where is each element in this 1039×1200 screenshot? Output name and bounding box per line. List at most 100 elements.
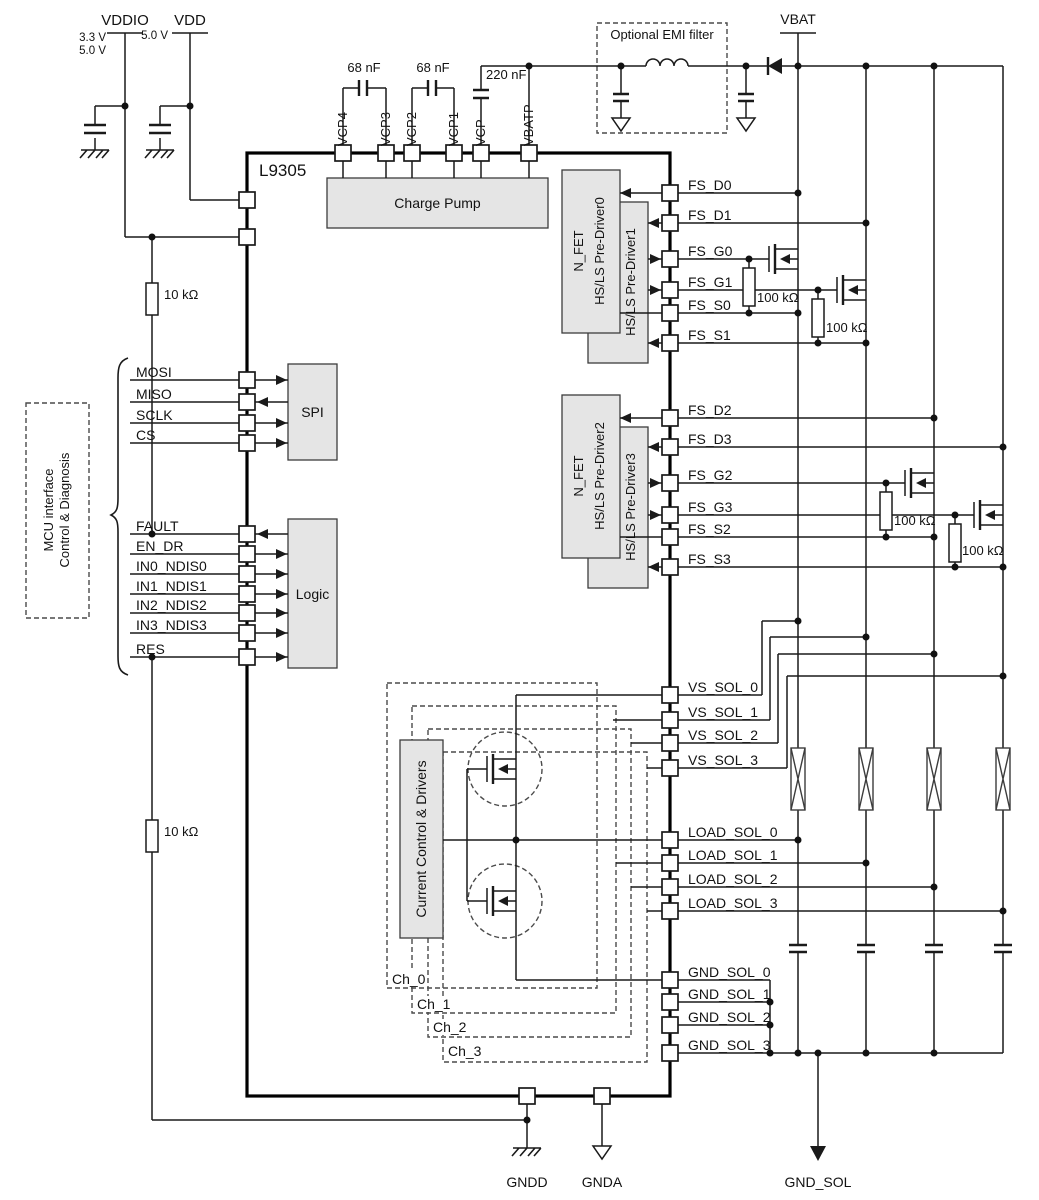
mcu-signals-brace bbox=[109, 357, 129, 676]
pulldown-resistor-value: 10 kΩ bbox=[164, 824, 199, 839]
channel0-label: Ch_0 bbox=[390, 971, 428, 988]
pin-label-gnd-sol-0: GND_SOL_0 bbox=[688, 964, 771, 980]
net-label-cs: CS bbox=[136, 427, 156, 443]
mcu-interface-box bbox=[25, 402, 90, 619]
pin-label-vcp3: VCP3 bbox=[378, 112, 393, 146]
pin-label-vbatp: VBATP bbox=[521, 104, 536, 146]
channel3-label: Ch_3 bbox=[446, 1043, 484, 1060]
pin-label-vcp: VCP bbox=[473, 119, 488, 146]
net-label-in2-ndis2: IN2_NDIS2 bbox=[136, 597, 207, 613]
gnda-ground bbox=[591, 1145, 613, 1161]
pin-label-load-sol-2: LOAD_SOL_2 bbox=[688, 871, 778, 887]
pin-label-gnd-sol-2: GND_SOL_2 bbox=[688, 1009, 771, 1025]
channel0-box bbox=[386, 682, 598, 989]
pin-label-fs-d3: FS_D3 bbox=[688, 431, 732, 447]
net-label-res: RES bbox=[136, 641, 165, 657]
pin-label-load-sol-1: LOAD_SOL_1 bbox=[688, 847, 778, 863]
current-control-label: Current Control & Drivers bbox=[413, 760, 429, 918]
net-label-fault: FAULT bbox=[136, 518, 179, 534]
pin-label-fs-s3: FS_S3 bbox=[688, 551, 731, 567]
pin-label-fs-s0: FS_S0 bbox=[688, 297, 731, 313]
pin-label-fs-s2: FS_S2 bbox=[688, 521, 731, 537]
cap-value-220nf: 220 nF bbox=[486, 67, 527, 82]
pin-label-gnd-sol-3: GND_SOL_3 bbox=[688, 1037, 771, 1053]
earth-grounds bbox=[79, 149, 542, 1157]
resistors bbox=[145, 267, 962, 853]
pin-label-fs-d1: FS_D1 bbox=[688, 207, 732, 223]
solenoid-loads bbox=[790, 747, 1011, 811]
pin-label-load-sol-3: LOAD_SOL_3 bbox=[688, 895, 778, 911]
pin-label-vcp4: VCP4 bbox=[335, 112, 350, 146]
net-label-mosi: MOSI bbox=[136, 364, 172, 380]
mosfets bbox=[486, 246, 1004, 914]
logic-block-label: Logic bbox=[295, 585, 330, 602]
net-label-in0-ndis0: IN0_NDIS0 bbox=[136, 558, 207, 574]
pin-label-vs-sol-3: VS_SOL_3 bbox=[688, 752, 759, 768]
pin-label-fs-g2: FS_G2 bbox=[688, 467, 733, 483]
predriver2-block bbox=[561, 394, 621, 559]
gnd-sol-arrow bbox=[810, 1146, 826, 1161]
pin-label-fs-d2: FS_D2 bbox=[688, 402, 732, 418]
net-label-miso: MISO bbox=[136, 386, 172, 402]
charge-pump-block bbox=[326, 177, 549, 229]
predriver23-line2: HS/LS Pre-Driver2 bbox=[592, 422, 607, 530]
current-control-block bbox=[399, 739, 444, 939]
spi-block-label: SPI bbox=[301, 404, 324, 420]
emi-filter-box bbox=[596, 22, 728, 134]
channel2-box bbox=[427, 728, 632, 1038]
gnda-label: GNDA bbox=[581, 1174, 623, 1190]
ic-pins bbox=[238, 144, 679, 1105]
channel1-label: Ch_1 bbox=[415, 996, 453, 1013]
gndd-label: GNDD bbox=[506, 1174, 548, 1190]
ic-blocks bbox=[287, 169, 649, 939]
gate-resistor3-value: 100 kΩ bbox=[962, 543, 1004, 558]
vdd-supply-label: VDD bbox=[174, 12, 206, 29]
wires bbox=[94, 32, 1004, 1148]
pin-label-fs-g1: FS_G1 bbox=[688, 274, 733, 290]
vddio-voltage-2: 5.0 V bbox=[79, 45, 106, 57]
predriver0-block bbox=[561, 169, 621, 334]
pin-label-vs-sol-1: VS_SOL_1 bbox=[688, 704, 759, 720]
net-label-in1-ndis1: IN1_NDIS1 bbox=[136, 578, 207, 594]
vddio-supply-label: VDDIO bbox=[101, 12, 149, 29]
vddio-voltage-1: 3.3 V bbox=[79, 32, 106, 44]
gate-resistor2-value: 100 kΩ bbox=[894, 513, 936, 528]
fet-body-arrows bbox=[498, 254, 995, 906]
pin-label-gnd-sol-1: GND_SOL_1 bbox=[688, 986, 771, 1002]
ic-part-number: L9305 bbox=[259, 161, 307, 180]
net-label-sclk: SCLK bbox=[136, 407, 173, 423]
cap-value-68nf-2: 68 nF bbox=[416, 60, 450, 75]
mcu-interface-label: MCU interface Control & Diagnosis bbox=[41, 350, 73, 670]
pin-label-vs-sol-2: VS_SOL_2 bbox=[688, 727, 759, 743]
pin-label-vcp2: VCP2 bbox=[404, 112, 419, 146]
mcu-interface-line2: Control & Diagnosis bbox=[57, 452, 72, 568]
pin-label-fs-d0: FS_D0 bbox=[688, 177, 732, 193]
spi-block bbox=[287, 363, 338, 461]
pin-label-vcp1: VCP1 bbox=[446, 112, 461, 146]
pullup-resistor bbox=[145, 282, 159, 316]
predriver23-line1: N_FET bbox=[571, 455, 586, 497]
pulldown-resistor bbox=[145, 819, 159, 853]
arrowheads bbox=[257, 58, 826, 1161]
charge-pump-label: Charge Pump bbox=[394, 195, 481, 211]
pullup-resistor-value: 10 kΩ bbox=[164, 287, 199, 302]
junction-dots bbox=[121, 62, 1007, 1124]
pin-label-fs-g0: FS_G0 bbox=[688, 243, 733, 259]
mcu-interface-line1: MCU interface bbox=[41, 468, 56, 552]
gate-resistor1-value: 100 kΩ bbox=[826, 320, 868, 335]
triangle-grounds bbox=[591, 117, 757, 1161]
pin-label-vs-sol-0: VS_SOL_0 bbox=[688, 679, 759, 695]
predriver23-label: N_FET HS/LS Pre-Driver2 bbox=[568, 326, 610, 626]
predriver3-label: HS/LS Pre-Driver3 bbox=[623, 453, 638, 561]
cap-value-68nf-1: 68 nF bbox=[347, 60, 381, 75]
vbat-supply-label: VBAT bbox=[780, 11, 816, 27]
emi-filter-label: Optional EMI filter bbox=[610, 27, 714, 42]
gnd-sol-label: GND_SOL bbox=[784, 1174, 852, 1190]
pin-label-fs-s1: FS_S1 bbox=[688, 327, 731, 343]
net-label-en-dr: EN_DR bbox=[136, 538, 184, 554]
pin-label-fs-g3: FS_G3 bbox=[688, 499, 733, 515]
channel2-label: Ch_2 bbox=[431, 1019, 469, 1036]
net-label-in3-ndis3: IN3_NDIS3 bbox=[136, 617, 207, 633]
